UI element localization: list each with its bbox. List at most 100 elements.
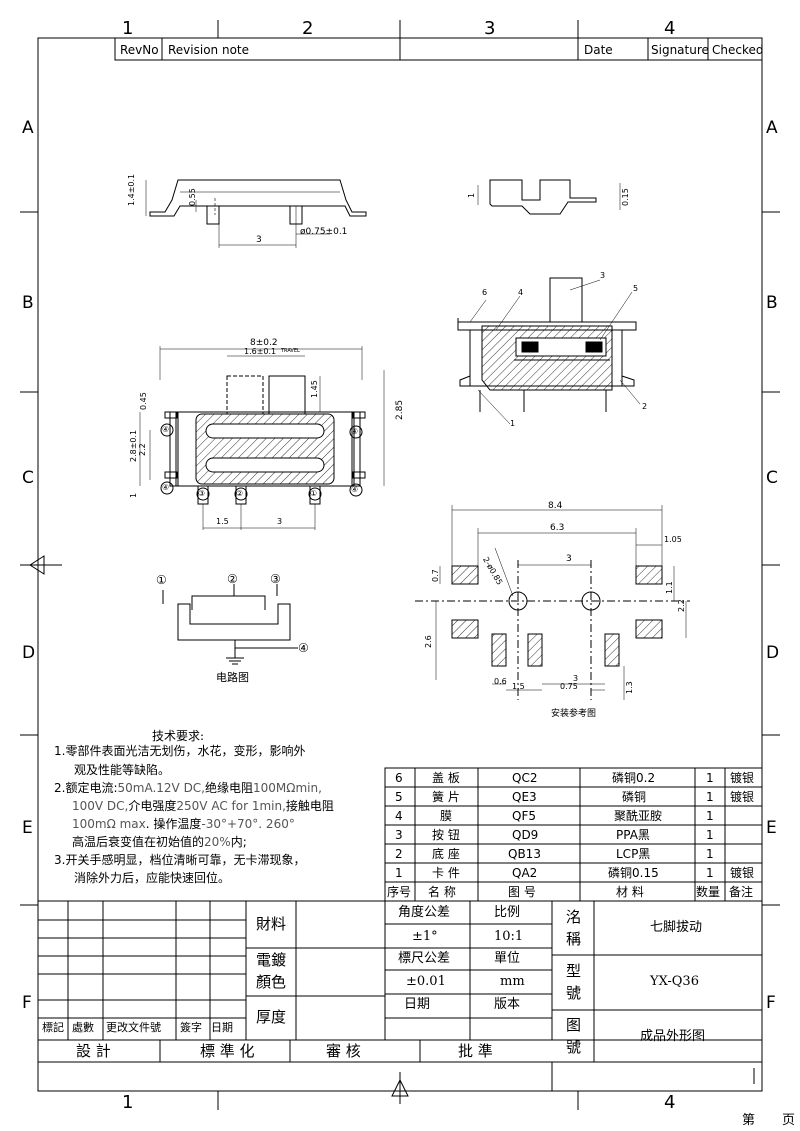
tb-name-l1: 洺	[566, 908, 582, 926]
dim-travel: 1.6±0.1	[244, 347, 277, 356]
dim-pad-075: 0.75	[560, 682, 578, 691]
tb-drawing-l1: 图	[566, 1016, 582, 1034]
tb-design: 設 計	[76, 1042, 111, 1060]
grid-col-1-bottom: 1	[122, 1092, 134, 1113]
bom-name: 底 座	[432, 847, 460, 861]
grid-row-e-right: E	[766, 818, 777, 838]
tb-model-val: YX-Q36	[650, 974, 699, 989]
bom-no: 2	[395, 847, 403, 861]
dim-end-height: 1	[467, 192, 476, 198]
bom-qty: 1	[706, 790, 714, 804]
bom-material: PPA黑	[616, 828, 650, 842]
checked-label: Checked	[712, 43, 764, 57]
grid-row-c: C	[22, 468, 34, 488]
grid-row-d-right: D	[766, 643, 780, 663]
bom-no: 1	[395, 866, 403, 880]
dim-pad-v2: 2.2	[677, 599, 686, 612]
tb-change: 更改文件號	[106, 1021, 161, 1034]
bom-no: 6	[395, 771, 403, 785]
dim-pad-v1: 1.1	[665, 581, 674, 594]
bom-header-code: 图 号	[508, 885, 536, 899]
grid-row-b: B	[22, 293, 34, 313]
bom-note: 镀银	[730, 790, 755, 804]
mounting-caption: 安装参考图	[551, 709, 597, 719]
tb-date: 日期	[404, 997, 431, 1012]
tb-standard: 標 準 化	[200, 1042, 255, 1060]
bom-qty: 1	[706, 866, 714, 880]
tb-unit-val: mm	[500, 974, 525, 989]
note-3b: 消除外力后，应能快速回位。	[74, 871, 231, 885]
callout-1: 1	[510, 419, 516, 428]
grid-row-f-right: F	[766, 993, 776, 1013]
bom-note: 镀银	[730, 771, 755, 785]
tb-name-l2: 稱	[566, 930, 582, 948]
note-3a: 3.开关手感明显，档位清晰可靠，无卡滞现象，	[54, 853, 306, 867]
tb-approve: 批 準	[458, 1042, 493, 1060]
bom-code: QD9	[512, 828, 539, 842]
pin-label-4b: ④	[351, 427, 359, 436]
callout-3: 3	[600, 271, 606, 280]
dim-pad-inner: 6.3	[550, 523, 565, 533]
pin-label-1: ①	[310, 489, 318, 498]
dim-top-gap: 0.45	[139, 392, 148, 410]
bom-material: 磷铜0.15	[608, 866, 659, 880]
dim-side-height: 1.4±0.1	[127, 173, 136, 206]
tb-plating-1: 電鍍	[256, 951, 287, 969]
tb-plating-2: 顏色	[256, 973, 287, 991]
side-view	[145, 179, 367, 248]
pin-label-2: ②	[236, 489, 244, 498]
note-2c: 100mΩ max. 操作温度-30°+70°. 260°	[72, 817, 295, 831]
dim-side-gap: 0.55	[188, 188, 197, 206]
grid-col-4-bottom: 4	[664, 1092, 676, 1113]
note-2d: 高温后衰变值在初始值的20%内;	[72, 835, 247, 849]
dim-pad-v3: 2.6	[424, 635, 433, 648]
bom-no: 4	[395, 809, 403, 823]
bom-note: 镀银	[730, 866, 755, 880]
bom-code: QF5	[512, 809, 536, 823]
signature-label: Signature	[651, 43, 709, 57]
bom-qty: 1	[706, 847, 714, 861]
bom-material: 磷铜	[622, 790, 647, 804]
dim-total-h: 2.85	[395, 399, 405, 420]
exploded-view	[457, 277, 641, 425]
dim-travel-label: TRAVEL	[281, 348, 300, 354]
callout-5: 5	[633, 284, 639, 293]
revno-label: RevNo	[120, 43, 159, 57]
circuit-pin-4: ④	[298, 641, 309, 655]
grid-col-4: 4	[664, 18, 676, 39]
bom-material: 聚酰亚胺	[614, 809, 663, 823]
bom-name: 膜	[440, 809, 453, 823]
circuit-pin-2: ②	[227, 572, 238, 586]
dim-pad-pitch: 1.5	[512, 682, 525, 691]
pin-label-4a: ④	[162, 425, 170, 434]
tb-name-val: 七脚拔动	[650, 920, 703, 935]
bom-header-no: 序号	[387, 885, 412, 899]
dim-knob: 1.45	[310, 380, 319, 398]
grid-row-e: E	[22, 818, 33, 838]
tb-material: 財料	[256, 915, 287, 933]
bom-qty: 1	[706, 828, 714, 842]
grid-row-c-right: C	[766, 468, 778, 488]
dim-hole-spacing: 3	[566, 554, 572, 564]
bom-code: QE3	[512, 790, 537, 804]
tb-scale-val: 10:1	[494, 929, 524, 944]
circuit-pin-1: ①	[156, 573, 167, 587]
dim-side-pin: ø0.75±0.1	[300, 227, 348, 237]
revision-header	[114, 37, 763, 61]
circuit-diagram	[162, 584, 298, 665]
grid-row-a-right: A	[766, 118, 778, 138]
tb-version: 版本	[494, 997, 521, 1012]
grid-ticks	[20, 20, 780, 1110]
note-1b: 观及性能等缺陷。	[74, 763, 171, 777]
dim-body-h2: 2.2	[138, 443, 147, 456]
bom-header-note: 备注	[729, 885, 754, 899]
tb-mark: 標記	[42, 1021, 64, 1034]
circuit-pin-3: ③	[270, 572, 281, 586]
tb-sign: 簽字	[180, 1021, 202, 1034]
grid-row-a: A	[22, 118, 34, 138]
tb-scale: 比例	[494, 905, 521, 920]
tb-count: 處數	[72, 1021, 94, 1034]
bom-name: 按 钮	[432, 828, 460, 842]
page-label-a: 第	[742, 1113, 756, 1128]
